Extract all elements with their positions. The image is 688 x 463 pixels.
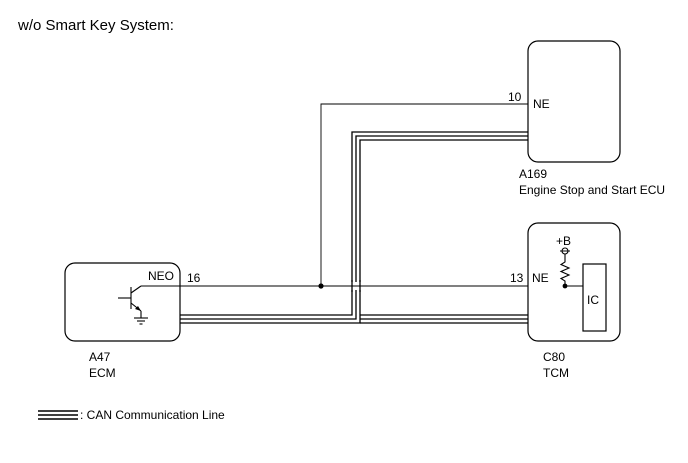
resistor-icon [559, 254, 571, 286]
transistor-icon [118, 285, 180, 318]
ecm-box [64, 262, 181, 342]
ecm-name: ECM [89, 366, 116, 380]
ecu-pin-label: NE [533, 97, 550, 111]
ic-chip [582, 263, 607, 332]
diagram-title: w/o Smart Key System: [18, 17, 174, 34]
ecu-code: A169 [519, 167, 547, 181]
ecu-pin-number: 10 [508, 90, 522, 104]
ecm-pin-label: NEO [148, 269, 174, 283]
tcm-box [527, 222, 621, 342]
legend-can-line-icon [38, 410, 78, 420]
legend-label: : CAN Communication Line [80, 408, 225, 422]
tcm-pin-number: 13 [510, 271, 524, 285]
ne-signal-wire [180, 103, 528, 287]
tcm-code: C80 [543, 350, 565, 364]
tcm-pin-label: NE [532, 271, 549, 285]
ic-label: IC [587, 293, 599, 307]
can-communication-line [180, 131, 528, 324]
ecm-code: A47 [89, 350, 111, 364]
ecu-name: Engine Stop and Start ECU [519, 183, 665, 197]
splice-point [318, 283, 324, 289]
tcm-name: TCM [543, 366, 569, 380]
ground-icon [134, 317, 148, 325]
ecu-box [527, 40, 621, 163]
tcm-supply-label: +B [556, 234, 571, 248]
transistor-arrow-icon [135, 306, 141, 311]
ecm-pin-number: 16 [187, 271, 201, 285]
